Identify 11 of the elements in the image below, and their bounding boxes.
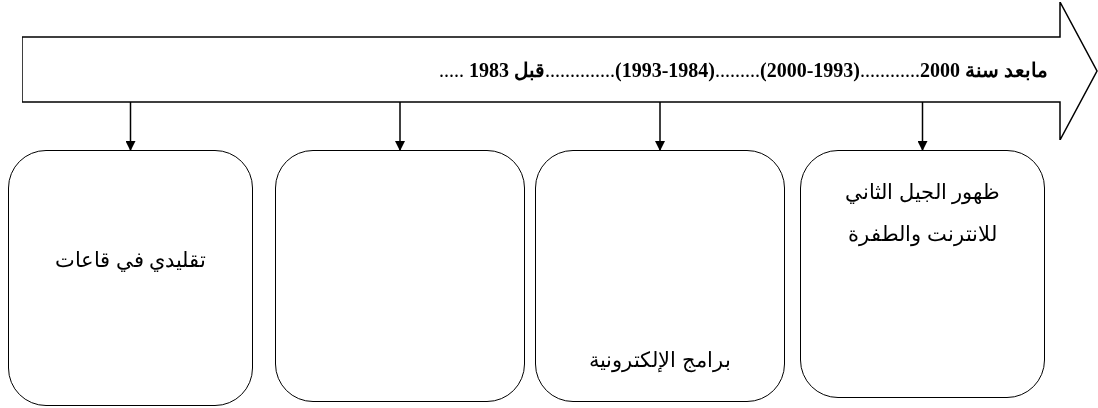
arrow xyxy=(125,101,136,151)
period-text: تقليدي في قاعات xyxy=(54,247,207,274)
period-text: برامج الإلكترونية xyxy=(588,347,732,375)
period-box xyxy=(800,150,1045,398)
arrow xyxy=(655,101,665,151)
arrow xyxy=(917,101,928,151)
period-box xyxy=(275,150,525,402)
period-box xyxy=(535,150,785,402)
period-box xyxy=(8,150,253,406)
period-text: ظهور الجيل الثاني للانترنت والطفرة xyxy=(844,179,1001,249)
arrow xyxy=(395,101,405,151)
